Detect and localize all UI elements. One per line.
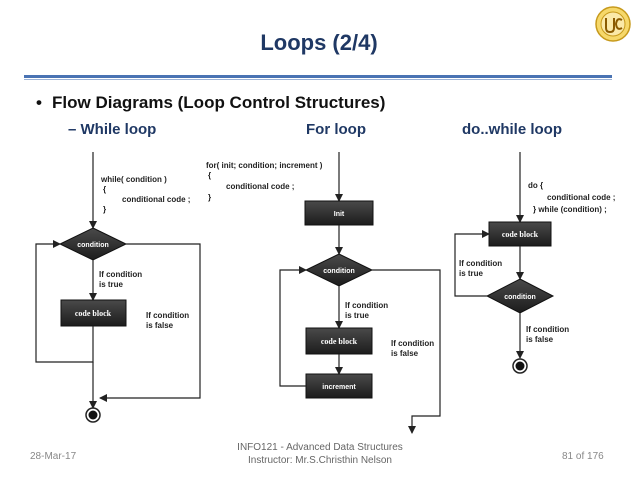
while-end-node [85, 407, 101, 423]
while-diagram: while( condition ) { conditional code ; … [35, 152, 201, 423]
while-false-arrow [99, 243, 201, 402]
footer-course: INFO121 - Advanced Data Structures Instr… [220, 441, 420, 467]
footer-date: 28-Mar-17 [30, 451, 77, 462]
footer-course-line2: Instructor: Mr.S.Christhin Nelson [248, 455, 392, 466]
while-if-true-1: If condition [99, 270, 142, 279]
title-rule-thin [24, 79, 612, 80]
dowhile-end-node [512, 358, 528, 374]
while-if-true-2: is true [99, 280, 124, 289]
while-loop-back-arrow [35, 240, 94, 363]
for-increment-label: increment [322, 384, 356, 391]
dowhile-code-block [488, 221, 552, 247]
while-condition-label: condition [77, 242, 109, 249]
for-init-label: Init [334, 211, 345, 218]
bullet-flow-diagrams: • Flow Diagrams (Loop Control Structures) [36, 93, 385, 113]
footer-page: 81 of 176 [562, 451, 604, 462]
title-rule [24, 75, 612, 78]
dowhile-if-true-1: If condition [459, 259, 502, 268]
footer-course-line1: INFO121 - Advanced Data Structures [237, 442, 403, 453]
for-code-line3: conditional code ; [226, 182, 294, 191]
for-if-true-1: If condition [345, 301, 388, 310]
for-loop-back-arrow [279, 266, 307, 387]
dowhile-loop-back-arrow [454, 230, 490, 297]
while-if-false-1: If condition [146, 311, 189, 320]
dowhile-code-line3: } while (condition) ; [533, 205, 607, 214]
for-block-label: code block [321, 337, 358, 346]
sub-while-label: While loop [80, 121, 157, 138]
dowhile-code-line2: conditional code ; [547, 193, 615, 202]
for-increment-box [305, 373, 373, 399]
bullet-text: Flow Diagrams (Loop Control Structures) [52, 93, 386, 112]
dowhile-if-true-2: is true [459, 269, 484, 278]
for-code-line4: } [208, 193, 211, 202]
for-code-line1: for( init; condition; increment ) [206, 161, 323, 170]
for-if-true-2: is true [345, 311, 370, 320]
while-code-line2: { [103, 185, 106, 194]
for-diagram: for( init; condition; increment ) { cond… [206, 152, 441, 434]
dowhile-code-line1: do { [528, 181, 543, 190]
while-block-label: code block [75, 309, 112, 318]
while-code-line4: } [103, 205, 106, 214]
for-if-false-1: If condition [391, 339, 434, 348]
sub-while: – While loop [68, 121, 157, 138]
for-false-arrow [372, 269, 441, 434]
while-code-line1: while( condition ) [100, 175, 167, 184]
for-if-false-2: is false [391, 349, 419, 358]
dowhile-if-false-1: If condition [526, 325, 569, 334]
while-if-false-2: is false [146, 321, 174, 330]
dowhile-if-false-2: is false [526, 335, 554, 344]
dowhile-diagram: do { conditional code ; } while (conditi… [454, 152, 615, 374]
bullet-dot-icon: • [36, 93, 42, 112]
for-init-box [304, 200, 374, 226]
dowhile-block-label: code block [502, 230, 539, 239]
dowhile-condition-label: condition [504, 294, 536, 301]
for-condition-label: condition [323, 268, 355, 275]
while-code-line3: conditional code ; [122, 195, 190, 204]
university-logo-icon [595, 6, 631, 42]
sub-for-label: For loop [306, 121, 366, 138]
while-code-block [60, 299, 127, 327]
sub-dowhile-label: do..while loop [462, 121, 562, 138]
for-code-line2: { [208, 171, 211, 180]
slide-title: Loops (2/4) [260, 30, 378, 55]
